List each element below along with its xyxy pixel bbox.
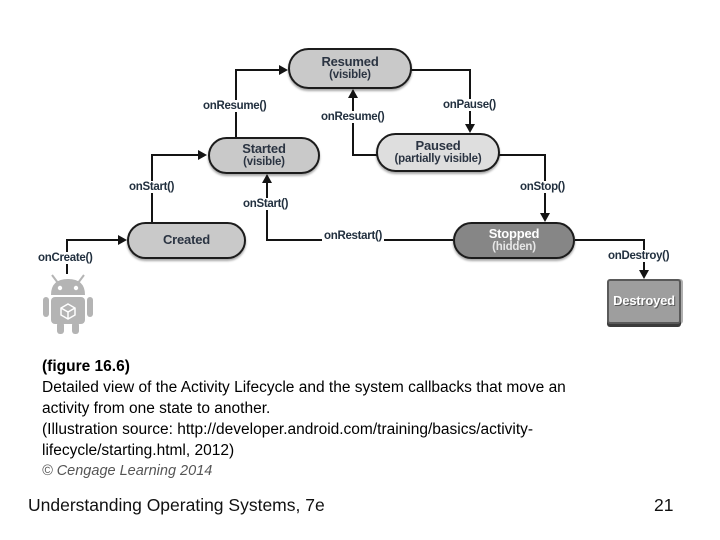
state-paused-label: Paused	[415, 137, 461, 153]
state-started-label: Started	[242, 140, 286, 156]
edge-started-resumed-line	[235, 69, 280, 71]
state-destroyed: Destroyed	[607, 279, 681, 324]
figure-caption-line: (Illustration source: http://developer.a…	[42, 421, 534, 438]
android-robot-icon	[41, 274, 95, 341]
figure-caption-line: lifecycle/starting.html, 2012)	[42, 442, 235, 459]
callback-onresume-left-label: onResume()	[201, 100, 269, 112]
callback-onstop-label: onStop()	[518, 181, 567, 193]
state-resumed-sublabel: (visible)	[329, 69, 371, 82]
arrowhead-icon	[262, 174, 272, 183]
callback-oncreate-label: onCreate()	[36, 252, 95, 264]
edge-paused-stopped-line	[499, 154, 545, 156]
edge-created-started-line	[151, 154, 199, 156]
edge-resumed-paused-line	[410, 69, 470, 71]
state-stopped-sublabel: (hidden)	[492, 241, 536, 254]
state-started: Started (visible)	[208, 137, 320, 174]
arrowhead-icon	[540, 213, 550, 222]
state-resumed-label: Resumed	[321, 53, 379, 69]
figure-caption-title: (figure 16.6)	[42, 358, 130, 375]
arrowhead-icon	[348, 89, 358, 98]
edge-stopped-started-line	[266, 181, 268, 241]
callback-onrestart-label: onRestart()	[322, 230, 385, 242]
figure-caption-line: activity from one state to another.	[42, 400, 271, 417]
arrowhead-icon	[118, 235, 127, 245]
page-number: 21	[654, 495, 674, 515]
copyright-credit: © Cengage Learning 2014	[42, 463, 213, 479]
state-paused-sublabel: (partially visible)	[394, 153, 482, 166]
callback-onresume-center-label: onResume()	[319, 111, 387, 123]
edge-paused-resumed-line	[353, 154, 378, 156]
edge-paused-resumed-line	[352, 96, 354, 156]
state-stopped-label: Stopped	[488, 225, 540, 241]
callback-ondestroy-label: onDestroy()	[606, 250, 672, 262]
callback-onstart-left-label: onStart()	[127, 181, 177, 193]
arrowhead-icon	[279, 65, 288, 75]
state-created-label: Created	[162, 232, 210, 248]
activity-lifecycle-diagram: Resumed (visible) Started (visible) Paus…	[36, 48, 681, 341]
state-resumed: Resumed (visible)	[288, 48, 412, 89]
state-destroyed-label: Destroyed	[613, 293, 675, 309]
figure-caption: (figure 16.6) Detailed view of the Activ…	[42, 356, 690, 482]
arrowhead-icon	[639, 270, 649, 279]
edge-stopped-destroyed-line	[575, 239, 644, 241]
state-started-sublabel: (visible)	[243, 156, 285, 169]
edge-resumed-paused-line	[469, 69, 471, 126]
book-title: Understanding Operating Systems, 7e	[28, 495, 325, 515]
state-stopped: Stopped (hidden)	[453, 222, 575, 259]
edge-launch-created-line	[66, 239, 120, 241]
arrowhead-icon	[198, 150, 207, 160]
callback-onpause-label: onPause()	[441, 99, 498, 111]
figure-caption-line: Detailed view of the Activity Lifecycle …	[42, 379, 566, 396]
arrowhead-icon	[465, 124, 475, 133]
state-paused: Paused (partially visible)	[376, 133, 500, 172]
state-created: Created	[127, 222, 246, 259]
callback-onstart-right-label: onStart()	[241, 198, 291, 210]
